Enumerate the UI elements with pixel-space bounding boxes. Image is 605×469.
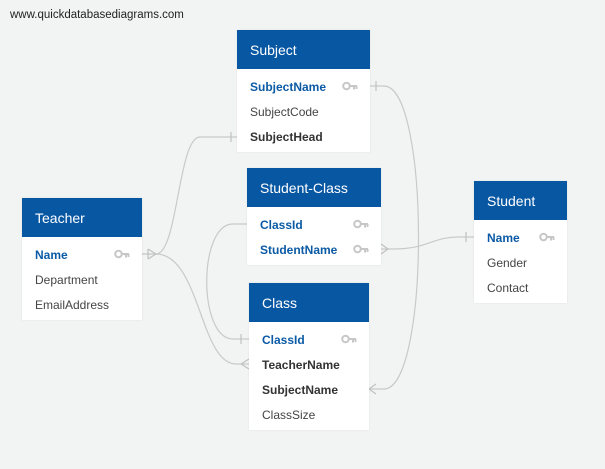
many-marker — [380, 243, 390, 255]
table-class[interactable]: Class ClassId TeacherName SubjectName Cl… — [249, 283, 369, 430]
field-row[interactable]: SubjectName — [249, 377, 369, 402]
table-subject[interactable]: Subject SubjectName SubjectCode SubjectH… — [237, 30, 370, 152]
watermark-text: www.quickdatabasediagrams.com — [10, 9, 184, 21]
field-list: ClassId StudentName — [247, 207, 381, 265]
field-list: Name Department EmailAddress — [22, 237, 142, 320]
key-icon — [353, 219, 369, 229]
link-subject-class-subjectname — [369, 85, 420, 390]
field-row[interactable]: StudentName — [247, 237, 381, 262]
key-icon — [539, 232, 555, 242]
field-row[interactable]: ClassId — [247, 212, 381, 237]
field-name: Gender — [487, 255, 528, 270]
field-name: SubjectHead — [250, 129, 323, 144]
field-row[interactable]: SubjectName — [237, 74, 370, 99]
many-marker — [147, 248, 157, 260]
table-title: Subject — [237, 30, 370, 69]
link-studentclass-student — [381, 236, 474, 250]
table-student-class[interactable]: Student-Class ClassId StudentName — [247, 168, 381, 265]
field-row[interactable]: Department — [22, 267, 142, 292]
key-icon — [353, 244, 369, 254]
field-name: ClassSize — [262, 407, 316, 422]
field-list: ClassId TeacherName SubjectName ClassSiz… — [249, 322, 369, 430]
table-student[interactable]: Student Name Gender Contact — [474, 181, 567, 303]
field-row[interactable]: Name — [474, 225, 567, 250]
field-row[interactable]: ClassSize — [249, 402, 369, 427]
field-list: Name Gender Contact — [474, 220, 567, 303]
table-title: Student — [474, 181, 567, 220]
field-row[interactable]: Contact — [474, 275, 567, 300]
field-row[interactable]: SubjectHead — [237, 124, 370, 149]
field-name: SubjectName — [250, 79, 327, 94]
field-name: StudentName — [260, 242, 338, 257]
link-teacher-subjecthead — [142, 136, 237, 255]
field-name: Name — [487, 230, 520, 245]
field-row[interactable]: Name — [22, 242, 142, 267]
field-name: TeacherName — [262, 357, 340, 372]
field-row[interactable]: TeacherName — [249, 352, 369, 377]
table-teacher[interactable]: Teacher Name Department EmailAddress — [22, 198, 142, 320]
key-icon — [114, 249, 130, 259]
field-name: ClassId — [260, 217, 303, 232]
field-name: EmailAddress — [35, 297, 110, 312]
link-studentclass-class-classid — [206, 223, 249, 340]
field-name: SubjectName — [262, 382, 339, 397]
table-title: Teacher — [22, 198, 142, 237]
key-icon — [341, 334, 357, 344]
field-row[interactable]: Gender — [474, 250, 567, 275]
field-name: Name — [35, 247, 68, 262]
field-name: Contact — [487, 280, 529, 295]
field-name: ClassId — [262, 332, 305, 347]
table-title: Class — [249, 283, 369, 322]
field-name: Department — [35, 272, 98, 287]
field-name: SubjectCode — [250, 104, 319, 119]
many-marker — [367, 383, 377, 395]
field-row[interactable]: SubjectCode — [237, 99, 370, 124]
table-title: Student-Class — [247, 168, 381, 207]
field-row[interactable]: EmailAddress — [22, 292, 142, 317]
field-list: SubjectName SubjectCode SubjectHead — [237, 69, 370, 152]
many-marker — [240, 358, 250, 370]
field-row[interactable]: ClassId — [249, 327, 369, 352]
key-icon — [342, 81, 358, 91]
link-teacher-class-teachername — [142, 253, 249, 365]
